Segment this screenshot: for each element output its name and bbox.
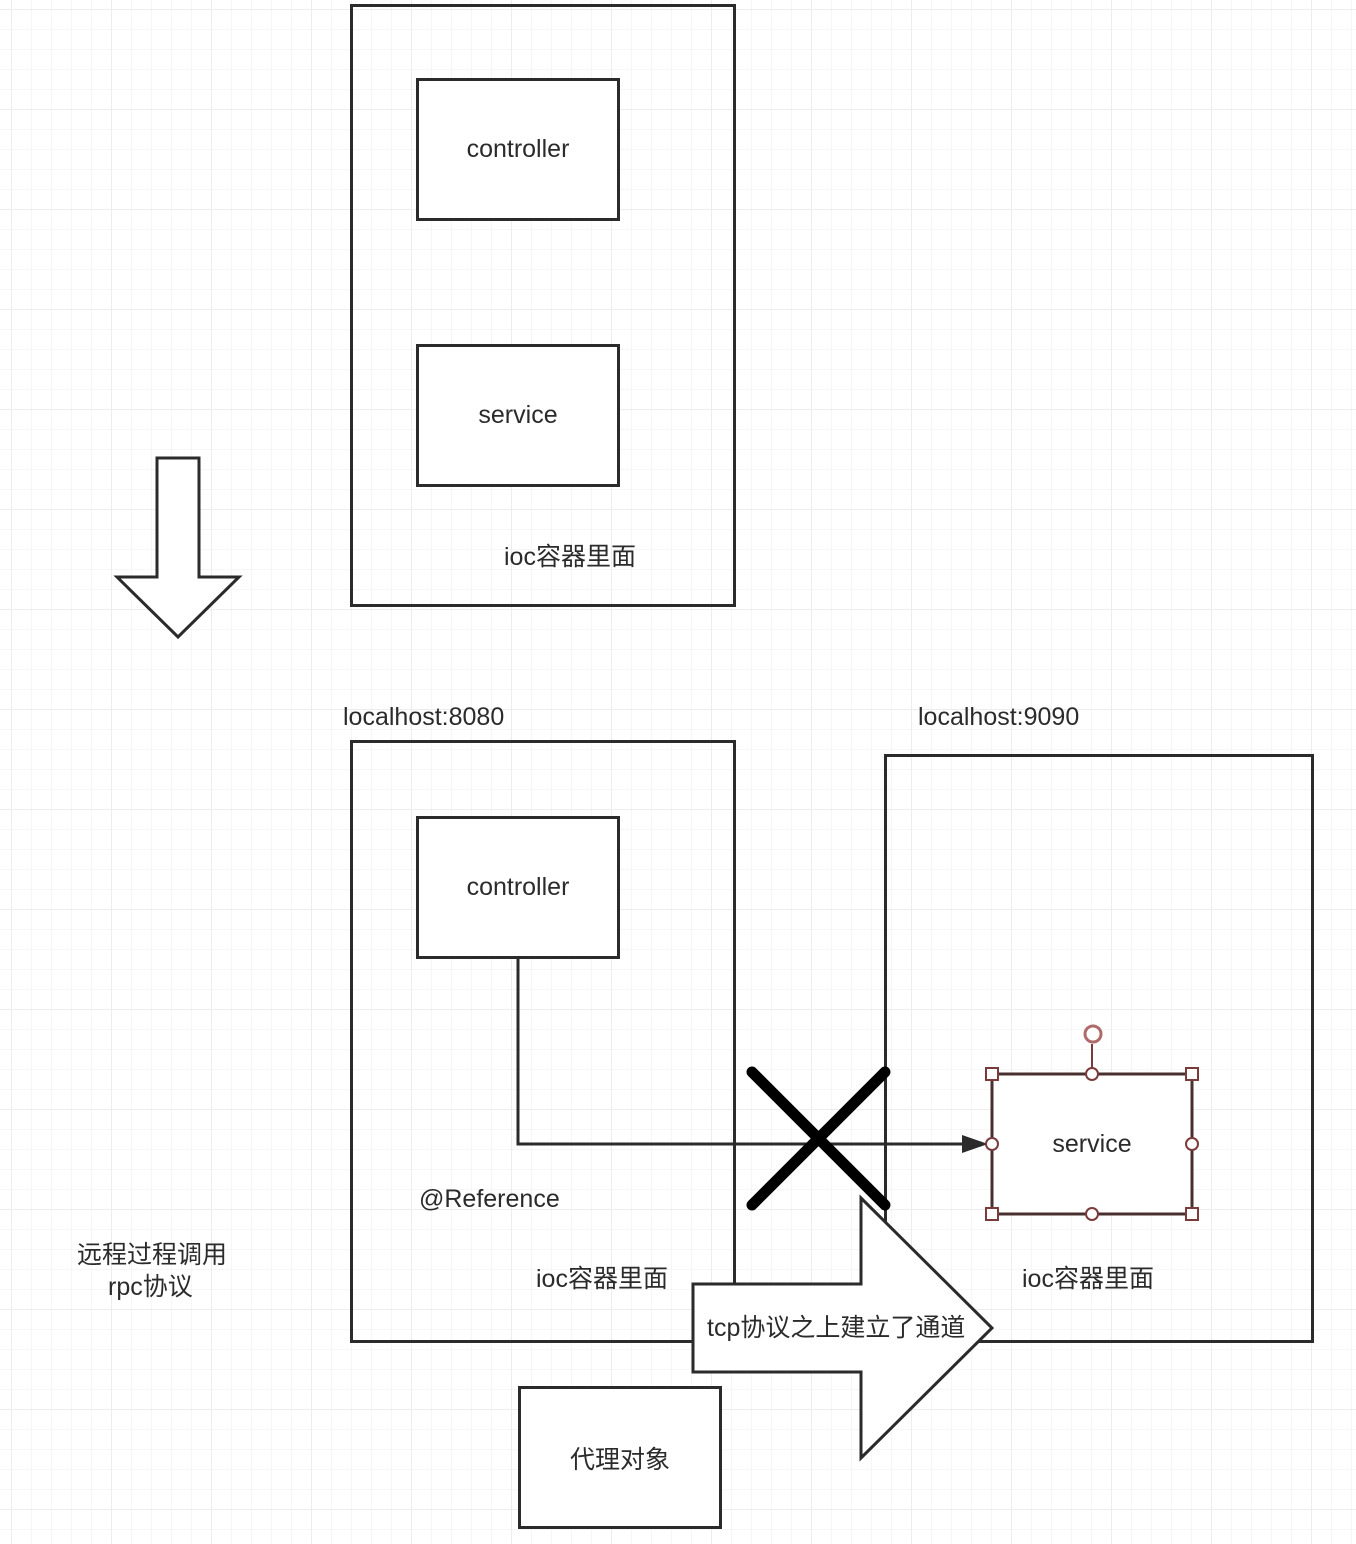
top-ioc-container[interactable] — [350, 4, 736, 607]
left-controller-box[interactable]: controller — [416, 816, 620, 959]
selection-handles — [985, 1067, 1199, 1221]
tcp-channel-label: tcp协议之上建立了通道 — [707, 1314, 966, 1342]
left-ioc-container[interactable] — [350, 740, 736, 1343]
left-controller-label: controller — [466, 873, 570, 901]
cross-mark-icon — [746, 1066, 891, 1211]
controller-to-service-connector — [516, 959, 968, 1146]
right-host-label: localhost:9090 — [918, 703, 1080, 731]
right-service-label: service — [1052, 1129, 1132, 1158]
right-block-arrow-icon — [691, 1194, 995, 1462]
proxy-object-box[interactable]: 代理对象 — [518, 1386, 722, 1529]
side-note-line1: 远程过程调用 — [77, 1241, 228, 1269]
top-controller-box[interactable]: controller — [416, 78, 620, 221]
side-note-line2: rpc协议 — [108, 1273, 193, 1301]
top-service-label: service — [478, 401, 558, 429]
left-container-label: ioc容器里面 — [536, 1265, 668, 1293]
reference-annotation-label: @Reference — [419, 1185, 560, 1213]
right-service-label-wrap[interactable]: service — [992, 1074, 1192, 1214]
right-container-label: ioc容器里面 — [1022, 1265, 1154, 1293]
top-controller-label: controller — [466, 135, 570, 163]
left-host-label: localhost:8080 — [343, 703, 505, 731]
right-ioc-container[interactable] — [884, 754, 1314, 1343]
top-container-label: ioc容器里面 — [504, 543, 636, 571]
rotate-handle-icon — [1083, 1024, 1103, 1044]
top-service-box[interactable]: service — [416, 344, 620, 487]
connector-arrowhead-icon — [962, 1135, 988, 1153]
proxy-object-label: 代理对象 — [569, 1445, 670, 1474]
